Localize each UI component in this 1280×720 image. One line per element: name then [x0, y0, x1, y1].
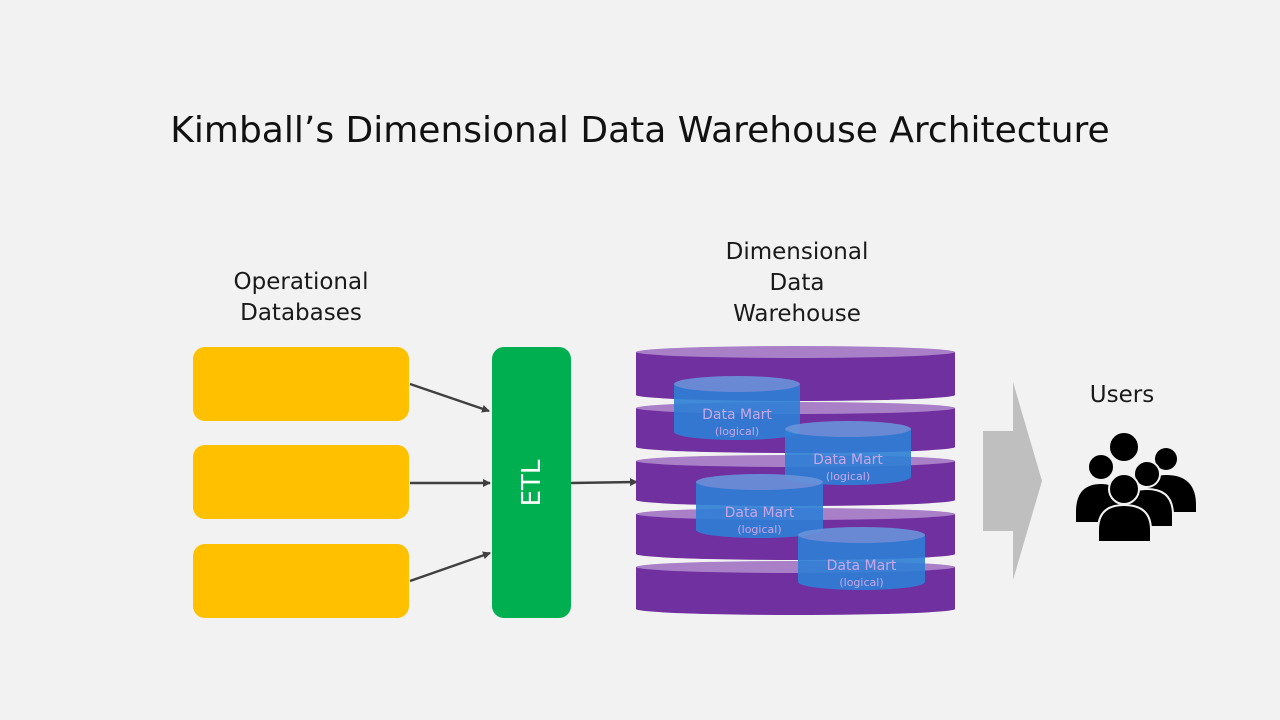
operational-database-box-2 — [193, 445, 409, 519]
label-line: Warehouse — [733, 301, 861, 327]
data-mart-top — [674, 376, 800, 392]
data-mart-name: Data Mart — [827, 558, 897, 574]
data-mart-top — [785, 421, 911, 437]
data-mart-body — [674, 384, 800, 440]
data-mart-cylinder — [696, 474, 823, 538]
label-line: Operational — [233, 269, 369, 295]
connector-arrow-source-3-to-etl — [409, 551, 491, 583]
data-mart-cylinder — [785, 421, 911, 485]
connector-arrow-source-1-to-etl — [409, 382, 490, 413]
label-line: Data — [769, 270, 825, 296]
data-mart-name: Data Mart — [702, 407, 772, 423]
connector-arrow-etl-to-warehouse — [570, 478, 638, 487]
operational-database-box-3 — [193, 544, 409, 618]
etl-box: ETL — [492, 347, 571, 618]
flow-arrow-to-users — [983, 382, 1042, 580]
data-mart-note: (logical) — [737, 523, 781, 536]
data-mart-note: (logical) — [839, 576, 883, 589]
warehouse-label: Dimensional Data Warehouse — [697, 237, 897, 330]
data-mart-body — [798, 535, 925, 590]
data-marts: Data Mart (logical) Data Mart (logical) Data… — [674, 376, 925, 590]
data-mart-cylinder — [674, 376, 800, 440]
users-label: Users — [1089, 382, 1155, 408]
data-mart-note: (logical) — [826, 470, 870, 483]
data-mart-top — [798, 527, 925, 543]
label-line: Dimensional — [725, 239, 869, 265]
label-line: Databases — [240, 300, 362, 326]
warehouse-layer-top — [636, 346, 955, 358]
operational-database-box-1 — [193, 347, 409, 421]
data-mart-name: Data Mart — [725, 505, 795, 521]
users-group-icon — [1074, 431, 1196, 543]
data-mart-body — [785, 429, 911, 485]
data-mart-body — [696, 482, 823, 538]
data-mart-note: (logical) — [715, 425, 759, 438]
diagram-title: Kimball’s Dimensional Data Warehouse Arc… — [170, 110, 1110, 151]
data-mart-cylinder — [798, 527, 925, 590]
data-mart-name: Data Mart — [813, 452, 883, 468]
data-mart-top — [696, 474, 823, 490]
operational-databases-label: Operational Databases — [193, 267, 409, 329]
